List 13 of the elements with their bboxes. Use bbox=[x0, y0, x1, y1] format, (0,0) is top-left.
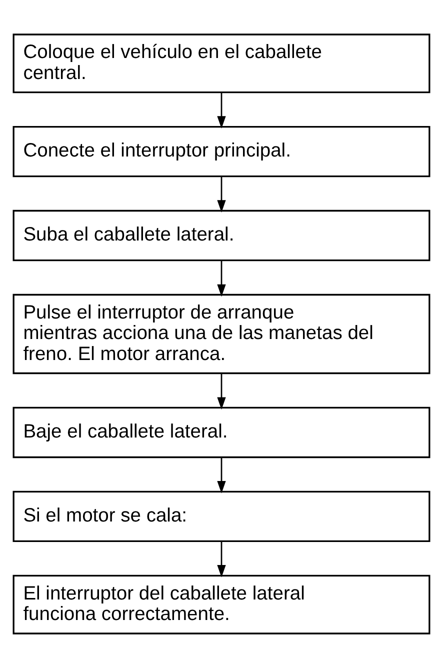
arrow bbox=[217, 92, 226, 128]
arrow bbox=[217, 541, 226, 577]
node-box: Baje el caballete lateral. bbox=[12, 406, 430, 458]
node-box: Conecte el interruptor principal. bbox=[12, 125, 430, 177]
arrow bbox=[217, 260, 226, 296]
arrow bbox=[217, 456, 226, 493]
node-box: Coloque el vehículo en el caballete central. bbox=[12, 33, 430, 93]
arrow bbox=[217, 176, 226, 212]
node-box: Si el motor se cala: bbox=[12, 490, 430, 542]
node-box: Suba el caballete lateral. bbox=[12, 209, 430, 261]
node-box: El interruptor del caballete lateral funciona correctamente. bbox=[12, 574, 430, 634]
arrow bbox=[217, 373, 226, 410]
node-box: Pulse el interruptor de arranque mientras acciona una de las manetas del freno. El motor arranca. bbox=[12, 293, 430, 374]
